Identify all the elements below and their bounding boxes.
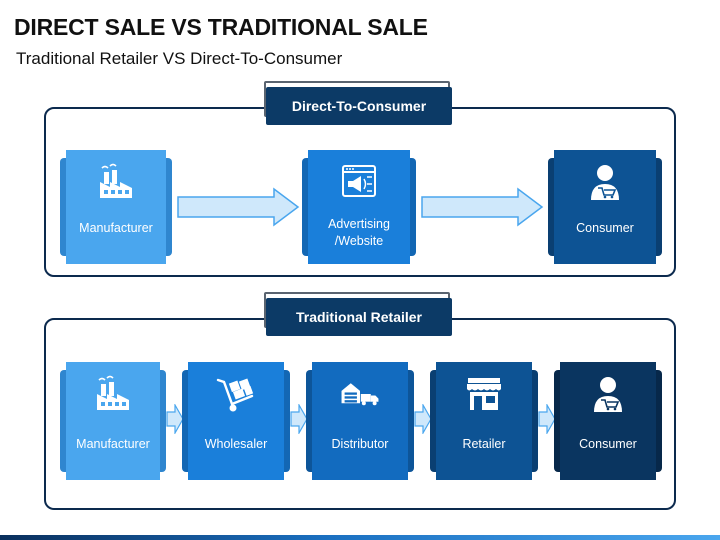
factory-icon: [93, 374, 133, 414]
factory-icon: [96, 162, 136, 202]
traditional-step-consumer: Consumer: [554, 362, 662, 480]
step-label: Wholesaler: [204, 437, 268, 451]
arrow-right-icon: [166, 404, 184, 434]
hand-truck-icon: [216, 374, 256, 414]
arrow-right-icon: [421, 187, 544, 227]
traditional-step-distributor: Distributor: [306, 362, 414, 480]
direct-step-advertising: Advertising /Website: [302, 150, 416, 264]
arrow-right-icon: [414, 404, 432, 434]
arrow-right-icon: [538, 404, 556, 434]
traditional-step-retailer: Retailer: [430, 362, 538, 480]
step-label: Advertising /Website: [328, 217, 390, 248]
traditional-step-manufacturer: Manufacturer: [60, 362, 166, 480]
arrow-right-icon: [290, 404, 308, 434]
store-icon: [464, 374, 504, 414]
step-label: Consumer: [579, 437, 637, 451]
direct-step-manufacturer: Manufacturer: [60, 150, 172, 264]
traditional-step-wholesaler: Wholesaler: [182, 362, 290, 480]
step-label: Manufacturer: [76, 437, 150, 451]
website-icon: [339, 162, 379, 202]
footer-bar: [0, 535, 720, 540]
step-label: Consumer: [576, 221, 634, 235]
page-subtitle: Traditional Retailer VS Direct-To-Consum…: [16, 49, 343, 68]
arrow-right-icon: [177, 187, 300, 227]
step-label: Retailer: [462, 437, 506, 451]
page-title: DIRECT SALE VS TRADITIONAL SALE: [14, 14, 428, 40]
direct-step-consumer: Consumer: [548, 150, 662, 264]
direct-banner-label: Direct-To-Consumer: [266, 87, 452, 125]
consumer-icon: [588, 374, 628, 414]
step-label: Distributor: [331, 437, 389, 451]
warehouse-truck-icon: [340, 374, 380, 414]
traditional-banner-label: Traditional Retailer: [266, 298, 452, 336]
step-label: Manufacturer: [79, 221, 153, 235]
consumer-icon: [585, 162, 625, 202]
